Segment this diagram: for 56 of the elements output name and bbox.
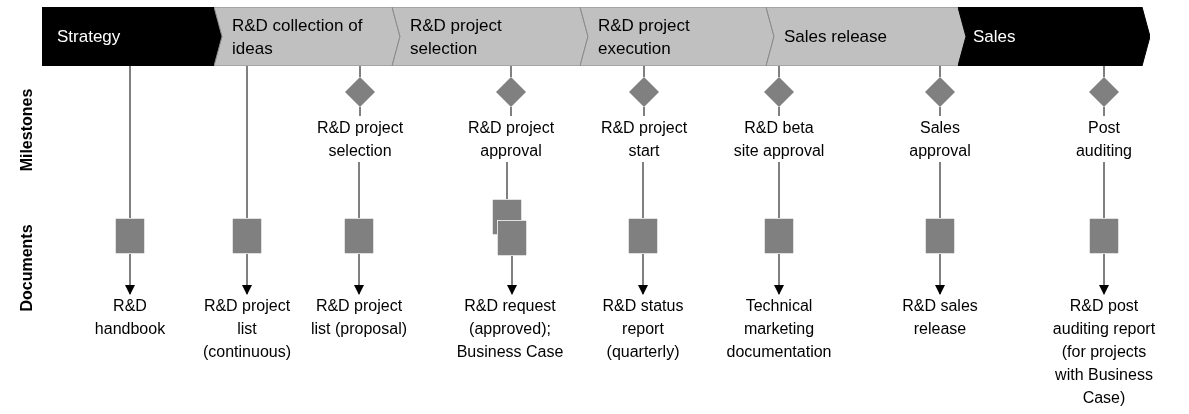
connector-line [246,65,248,219]
phase-band [214,7,400,66]
connector-line [643,65,645,78]
arrow [638,253,648,295]
arrow [935,253,945,295]
arrow [774,253,784,295]
connector-line [939,65,941,78]
phase-label: R&D collection of ideas [232,14,364,60]
milestone-diamond [1089,77,1119,107]
connector-line [358,161,360,219]
phase-band [766,7,966,66]
connector-line [506,161,508,200]
connector-line [778,65,780,78]
arrow [1099,253,1109,295]
milestone-diamond [925,77,955,107]
connector-line [642,161,644,219]
phase-label: Sales [973,26,1016,48]
connector-line [1103,106,1105,117]
milestone-diamond [496,77,526,107]
connector-line [1103,65,1105,78]
connector-line [129,65,131,219]
arrow [507,255,517,295]
row-label: Documents [17,224,36,312]
document-label: R&D sales release [901,296,979,339]
document-label: R&D project list (continuous) [201,296,292,362]
document-label: R&D status report (quarterly) [601,296,685,362]
row-label: Milestones [17,88,36,172]
connector-line [1103,161,1105,219]
connector-line [778,106,780,117]
connector-line [359,106,361,117]
phase-band [580,7,774,66]
connector-line [359,65,361,78]
document-label: R&D handbook [93,296,167,339]
phase-label: R&D project execution [598,14,691,60]
document-label: Technical marketing documentation [725,296,833,362]
milestone-diamond [629,77,659,107]
phase-band [392,7,588,66]
milestone-diamond [345,77,375,107]
phase-label: R&D project selection [410,14,503,60]
arrow [354,253,364,295]
connector-line [939,106,941,117]
phase-band [958,7,1150,66]
phase-label: Sales release [784,26,887,48]
phase-band [42,7,222,66]
arrow [125,253,135,295]
document-label: R&D project list (proposal) [310,296,408,339]
connector-line [939,161,941,219]
connector-line [510,65,512,78]
arrow [242,253,252,295]
connector-line [778,161,780,219]
document-label: R&D post auditing report (for projects with Business Case) [1051,296,1157,408]
phase-label: Strategy [57,26,121,48]
connector-line [643,106,645,117]
milestone-diamond [764,77,794,107]
document-label: R&D request (approved); Business Case [456,296,564,362]
connector-line [510,106,512,117]
